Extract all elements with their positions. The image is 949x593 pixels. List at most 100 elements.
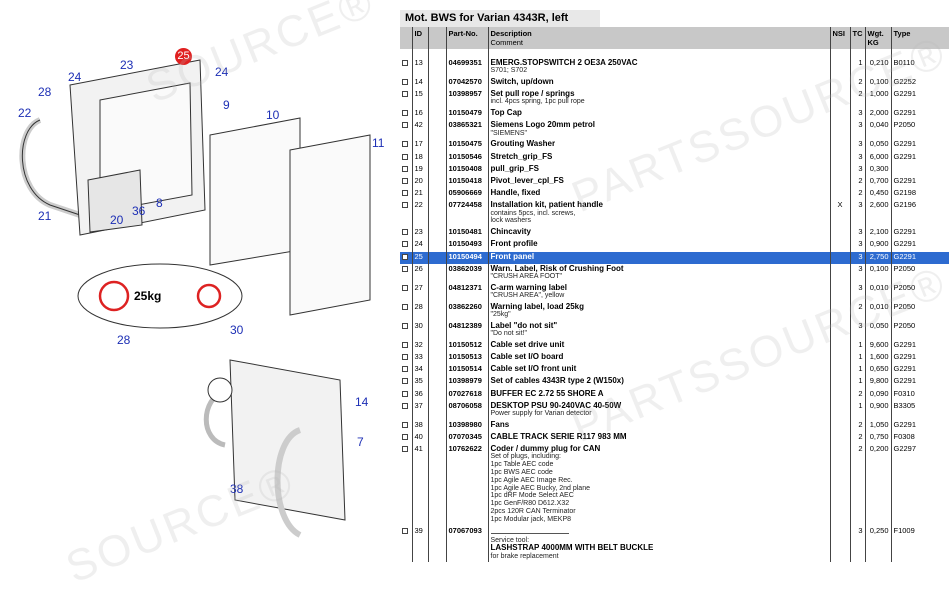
row-checkbox[interactable] [402, 253, 408, 260]
row-checkbox[interactable] [402, 153, 408, 160]
callout-20[interactable]: 20 [110, 213, 124, 227]
table-row[interactable]: 27 04812371 C-arm warning label"CRUSH AR… [400, 282, 949, 302]
table-row[interactable]: 20 10150418 Pivot_lever_cpl_FS 2 0,700 G… [400, 176, 949, 189]
row-checkbox[interactable] [402, 434, 408, 441]
row-checkbox[interactable] [402, 202, 408, 209]
item-weight: 0,090 [864, 388, 891, 401]
item-type: G2196 [890, 200, 949, 228]
col-tc[interactable]: TC [849, 27, 865, 49]
col-nsi[interactable]: NSI [829, 27, 850, 49]
callout-38[interactable]: 38 [230, 482, 244, 496]
row-checkbox[interactable] [402, 322, 408, 329]
table-row[interactable]: 34 10150514 Cable set I/O front unit 1 0… [400, 364, 949, 377]
row-checkbox[interactable] [402, 378, 408, 385]
table-row[interactable]: 17 10150475 Grouting Washer 3 0,050 G229… [400, 139, 949, 152]
row-checkbox[interactable] [402, 421, 408, 428]
row-checkbox[interactable] [402, 390, 408, 397]
row-checkbox[interactable] [402, 265, 408, 272]
col-weight[interactable]: Wgt.KG [864, 27, 891, 49]
callout-28[interactable]: 28 [38, 85, 52, 99]
callout-8[interactable]: 8 [156, 196, 163, 210]
col-part-no[interactable]: Part-No. [445, 27, 488, 49]
table-row[interactable]: 32 10150512 Cable set drive unit 1 9,600… [400, 339, 949, 353]
table-row[interactable]: 33 10150513 Cable set I/O board 1 1,600 … [400, 352, 949, 365]
item-weight: 0,900 [864, 239, 891, 252]
table-row[interactable]: 19 10150408 pull_grip_FS 3 0,300 [400, 163, 949, 177]
callout-10[interactable]: 10 [266, 108, 280, 122]
table-row[interactable]: 22 07724458 Installation kit, patient ha… [400, 200, 949, 228]
table-row[interactable]: 24 10150493 Front profile 3 0,900 G2291 [400, 239, 949, 252]
row-checkbox[interactable] [402, 527, 408, 534]
item-comment-line: 1pc dRF Mode Select AEC [490, 492, 574, 500]
table-row[interactable]: 13 04699351 EMERG.STOPSWITCH 2 OE3A 250V… [400, 58, 949, 77]
col-type[interactable]: Type [890, 27, 949, 49]
part-number: 10398979 [445, 376, 488, 389]
table-row[interactable]: 23 10150481 Chincavity 3 2,100 G2291 [400, 227, 949, 240]
table-row[interactable]: 28 03862260 Warning label, load 25kg"25k… [400, 301, 949, 321]
callout-30[interactable]: 30 [230, 323, 244, 337]
row-checkbox[interactable] [402, 91, 408, 98]
table-row[interactable]: 26 03862039 Warn. Label, Risk of Crushin… [400, 263, 949, 283]
item-weight: 0,900 [864, 400, 891, 420]
callout-14[interactable]: 14 [355, 395, 369, 409]
callout-36[interactable]: 36 [132, 204, 146, 218]
row-checkbox[interactable] [402, 303, 408, 310]
table-row[interactable]: 18 10150546 Stretch_grip_FS 3 6,000 G229… [400, 151, 949, 164]
callout-11[interactable]: 11 [372, 136, 385, 150]
row-checkbox[interactable] [402, 60, 408, 66]
table-row[interactable]: 37 08706058 DESKTOP PSU 90-240VAC 40-50W… [400, 400, 949, 420]
row-checkbox[interactable] [402, 354, 408, 361]
table-row[interactable]: 40 07070345 CABLE TRACK SERIE R117 983 M… [400, 432, 949, 445]
item-nsi [829, 163, 850, 177]
item-weight: 0,210 [864, 58, 891, 77]
table-row[interactable]: 36 07027618 BUFFER EC 2.72 55 SHORE A 2 … [400, 388, 949, 401]
item-tc: 3 [849, 163, 865, 177]
table-row[interactable]: 35 10398979 Set of cables 4343R type 2 (… [400, 376, 949, 389]
callout-9[interactable]: 9 [223, 98, 230, 112]
part-number: 03862039 [445, 263, 488, 283]
table-row[interactable]: 21 05906669 Handle, fixed 2 0,450 G2198 [400, 188, 949, 201]
col-id[interactable]: ID [411, 27, 428, 49]
callout-24[interactable]: 24 [68, 70, 82, 84]
item-id: 25 [411, 251, 428, 264]
item-nsi [829, 352, 850, 365]
row-checkbox[interactable] [402, 241, 408, 248]
item-type [890, 163, 949, 177]
item-description: BUFFER EC 2.72 55 SHORE A [490, 388, 604, 398]
callout-25-highlighted[interactable]: 25 [175, 48, 192, 65]
item-description: Switch, up/down [490, 77, 554, 86]
row-checkbox[interactable] [402, 229, 408, 236]
table-row[interactable]: 25 10150494 Front panel 3 2,750 G2291 [400, 251, 949, 264]
row-checkbox[interactable] [402, 366, 408, 373]
callout-24b[interactable]: 24 [215, 65, 229, 79]
table-row[interactable]: 14 07042570 Switch, up/down 2 0,100 G225… [400, 77, 949, 90]
row-checkbox[interactable] [402, 110, 408, 117]
item-id: 24 [411, 239, 428, 252]
table-row[interactable]: 30 04812389 Label "do not sit""Do not si… [400, 320, 949, 340]
row-checkbox[interactable] [402, 446, 408, 453]
item-type: P2050 [890, 120, 949, 140]
table-row[interactable]: 39 07067093 Service tool:LASHSTRAP 4000M… [400, 525, 949, 563]
table-row[interactable]: 38 10398980 Fans 2 1,050 G2291 [400, 419, 949, 433]
callout-21[interactable]: 21 [38, 209, 52, 223]
row-checkbox[interactable] [402, 165, 408, 172]
table-row[interactable]: 16 10150479 Top Cap 3 2,000 G2291 [400, 108, 949, 121]
row-checkbox[interactable] [402, 341, 408, 348]
row-checkbox[interactable] [402, 284, 408, 291]
callout-22[interactable]: 22 [18, 106, 32, 120]
part-number: 03862260 [445, 301, 488, 321]
callout-23[interactable]: 23 [120, 58, 134, 72]
row-checkbox[interactable] [402, 402, 408, 409]
row-checkbox[interactable] [402, 141, 408, 148]
item-weight: 0,040 [864, 120, 891, 140]
callout-28b[interactable]: 28 [117, 333, 131, 347]
callout-7[interactable]: 7 [357, 435, 364, 449]
table-row[interactable]: 42 03865321 Siemens Logo 20mm petrol"SIE… [400, 120, 949, 140]
row-checkbox[interactable] [402, 79, 408, 85]
row-checkbox[interactable] [402, 190, 408, 197]
row-checkbox[interactable] [402, 178, 408, 185]
row-checkbox[interactable] [402, 122, 408, 129]
